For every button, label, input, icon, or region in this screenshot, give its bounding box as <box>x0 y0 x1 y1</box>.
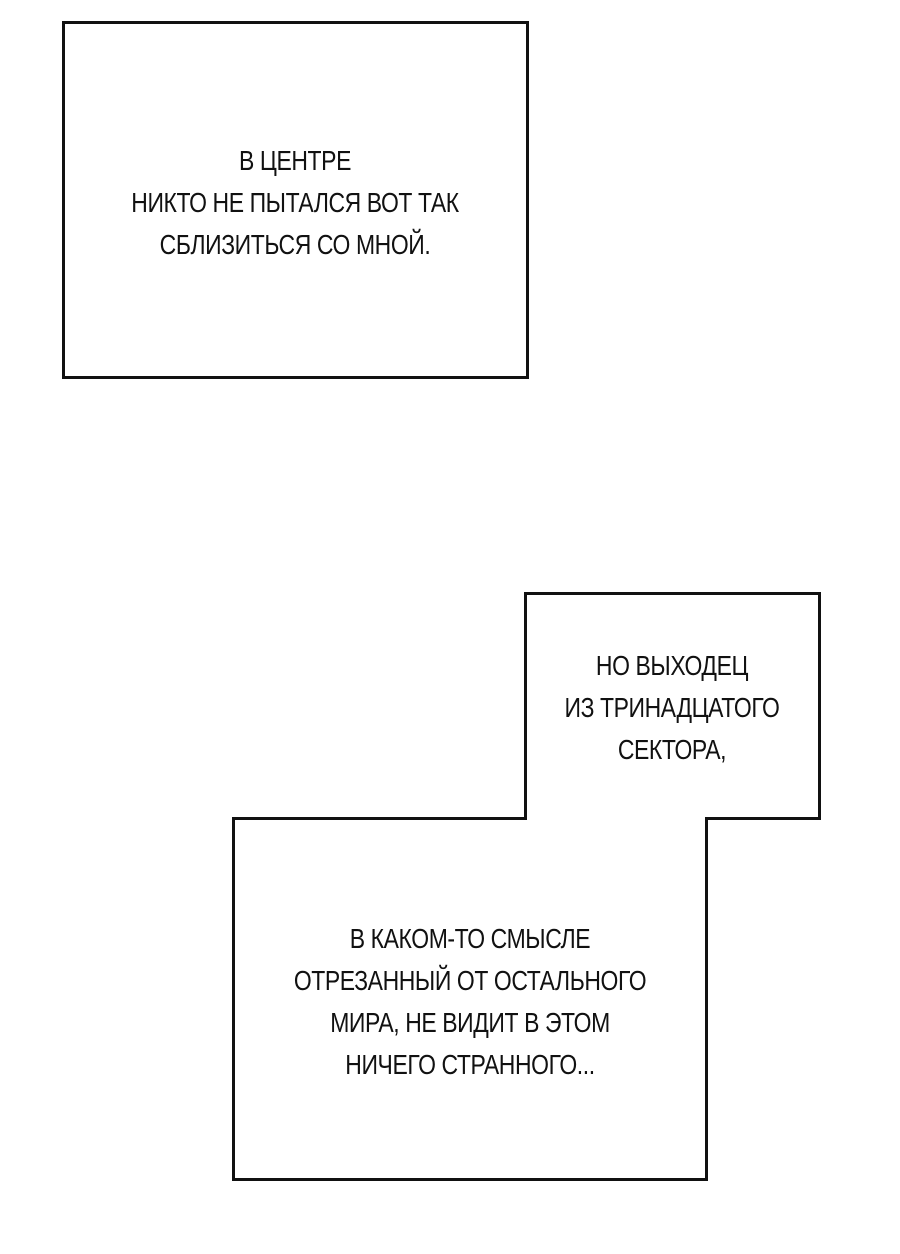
caption-line: НИЧЕГО СТРАННОГО... <box>345 1049 595 1080</box>
caption-text-top: В ЦЕНТРЕ НИКТО НЕ ПЫТАЛСЯ ВОТ ТАК СБЛИЗИ… <box>131 140 459 266</box>
caption-box-stepped-outline <box>232 592 821 1181</box>
caption-line: В КАКОМ-ТО СМЫСЛЕ <box>349 923 591 954</box>
caption-line: ОТРЕЗАННЫЙ ОТ ОСТАЛЬНОГО <box>293 965 647 996</box>
caption-line: СБЛИЗИТЬСЯ СО МНОЙ. <box>159 229 431 260</box>
caption-line: ИЗ ТРИНАДЦАТОГО <box>564 692 780 723</box>
caption-text-lower: В КАКОМ-ТО СМЫСЛЕ ОТРЕЗАННЫЙ ОТ ОСТАЛЬНО… <box>286 918 655 1086</box>
caption-box-top-outline <box>62 21 529 379</box>
caption-text-upper-right: НО ВЫХОДЕЦ ИЗ ТРИНАДЦАТОГО СЕКТОРА, <box>549 645 795 771</box>
caption-line: НИКТО НЕ ПЫТАЛСЯ ВОТ ТАК <box>131 187 459 218</box>
caption-line: В ЦЕНТРЕ <box>239 145 351 176</box>
caption-line: МИРА, НЕ ВИДИТ В ЭТОМ <box>330 1007 610 1038</box>
caption-line: НО ВЫХОДЕЦ <box>595 650 749 681</box>
caption-line: СЕКТОРА, <box>617 734 727 765</box>
